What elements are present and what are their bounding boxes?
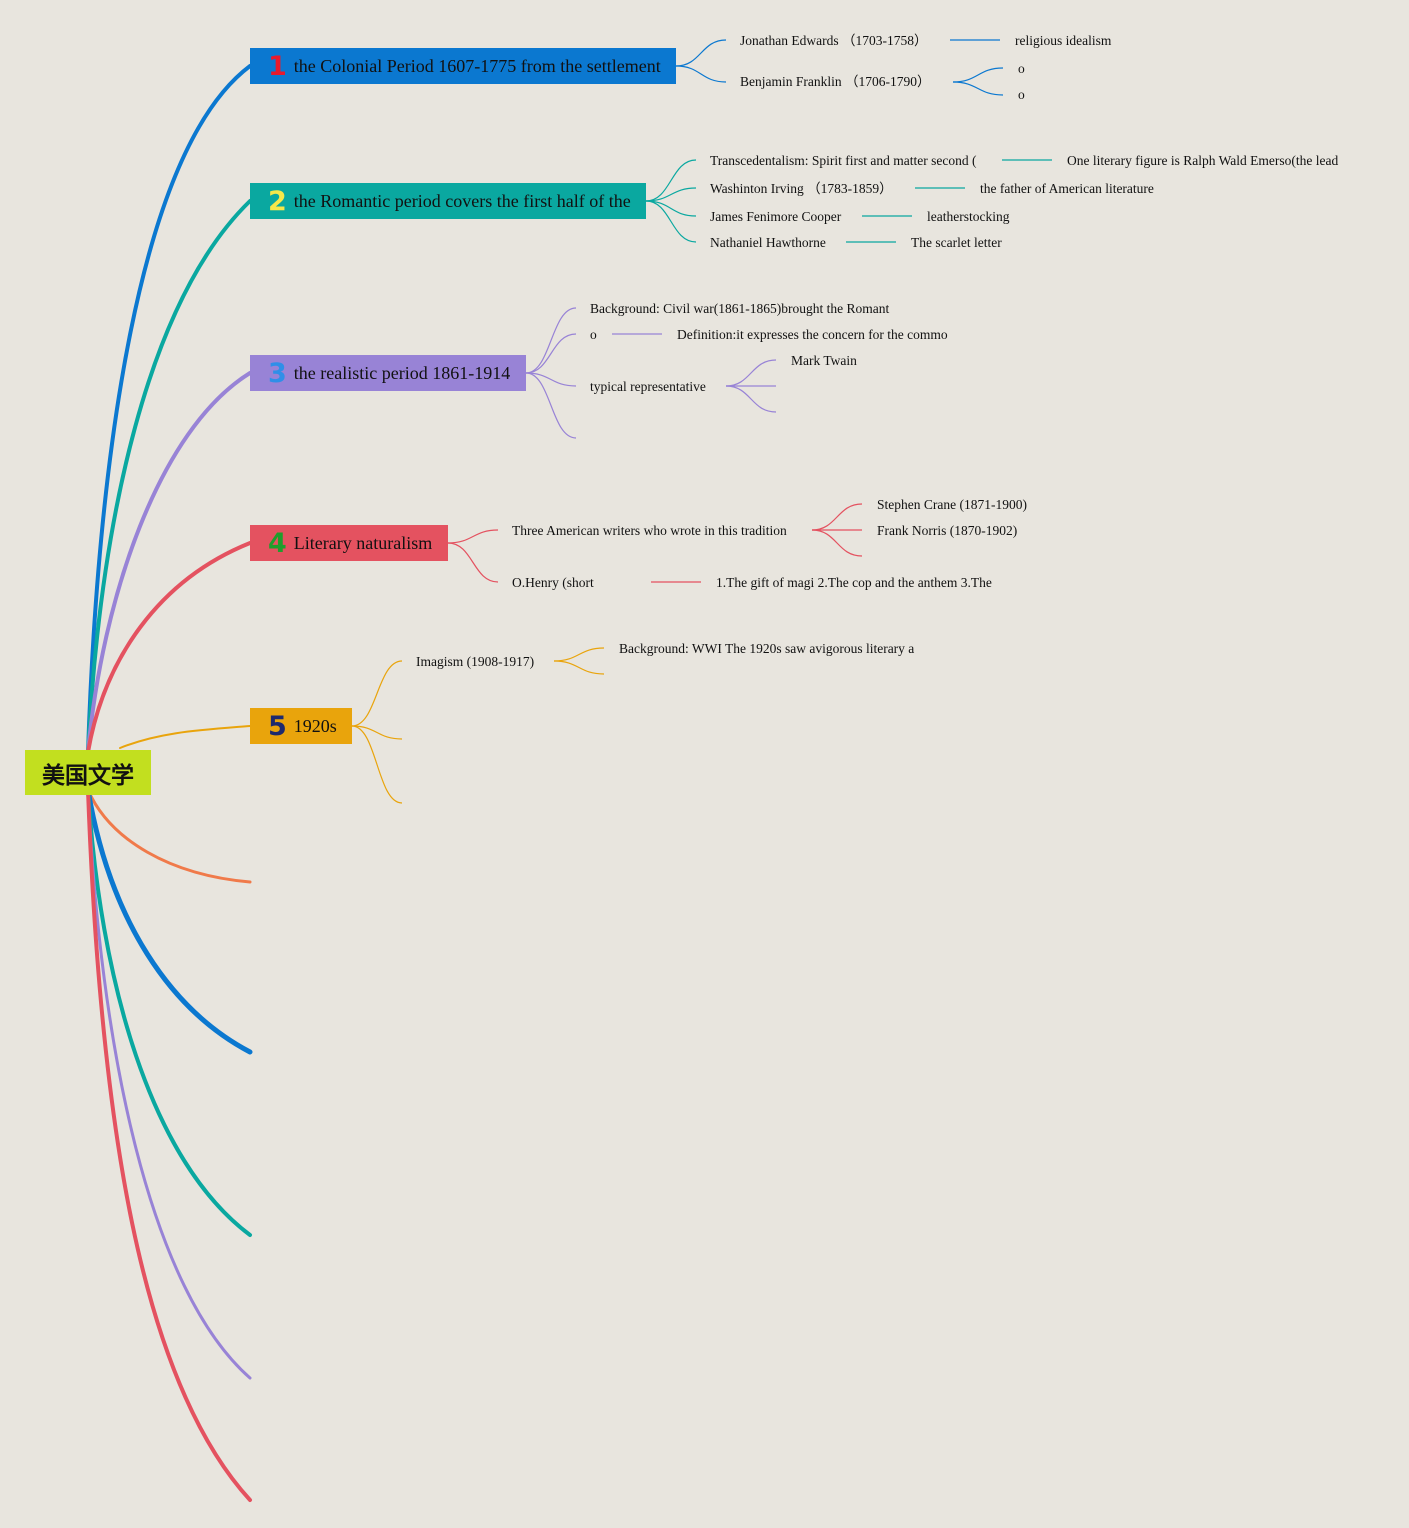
branch-literary-naturalism[interactable]: 4 Literary naturalism bbox=[250, 525, 448, 561]
subtopic-benjamin-franklin[interactable]: Benjamin Franklin （1706-1790） bbox=[740, 74, 931, 89]
empty-branch-8 bbox=[86, 788, 252, 1237]
main-link-1 bbox=[86, 64, 252, 754]
branch-romantic-period[interactable]: 2 the Romantic period covers the first h… bbox=[250, 183, 646, 219]
subtopic-transcendentalism[interactable]: Transcedentalism: Spirit first and matte… bbox=[710, 153, 977, 168]
branch-label: Literary naturalism bbox=[293, 532, 433, 553]
b3-rep-fork-0 bbox=[725, 359, 777, 387]
subtopic-background-civil-war[interactable]: Background: Civil war(1861-1865)brought … bbox=[590, 301, 890, 316]
subtopic-o-henry[interactable]: O.Henry (short bbox=[512, 575, 594, 590]
b1-fork-0 bbox=[675, 39, 727, 67]
branch-realistic-period[interactable]: 3 the realistic period 1861-1914 bbox=[250, 355, 526, 391]
detail-franklin-2[interactable]: o bbox=[1018, 87, 1025, 102]
b2-fork-1 bbox=[645, 187, 697, 202]
subtopic-imagism[interactable]: Imagism (1908-1917) bbox=[416, 654, 535, 669]
detail-background-wwi[interactable]: Background: WWI The 1920s saw avigorous … bbox=[619, 641, 915, 656]
root-topic-label: 美国文学 bbox=[42, 762, 134, 789]
b3-fork-0 bbox=[525, 307, 577, 374]
b4-fork-1 bbox=[447, 542, 499, 583]
branch-1920s[interactable]: 5 1920s bbox=[250, 708, 352, 744]
b2-fork-3 bbox=[645, 200, 697, 243]
empty-branch-6 bbox=[86, 788, 252, 884]
subtopic-typical-representative[interactable]: typical representative bbox=[590, 379, 706, 394]
branch-number: 5 bbox=[268, 710, 287, 742]
branch-colonial-period[interactable]: 1 the Colonial Period 1607-1775 from the… bbox=[250, 48, 676, 84]
branch-number: 1 bbox=[268, 50, 287, 82]
b3-fork-2 bbox=[525, 372, 577, 387]
subtopic-james-fenimore-cooper[interactable]: James Fenimore Cooper bbox=[710, 209, 842, 224]
b3-fork-3 bbox=[525, 372, 577, 439]
detail-leatherstocking[interactable]: leatherstocking bbox=[927, 209, 1010, 224]
b2-fork-0 bbox=[645, 159, 697, 202]
detail-stephen-crane[interactable]: Stephen Crane (1871-1900) bbox=[877, 497, 1027, 512]
branch-label: the Romantic period covers the first hal… bbox=[293, 190, 631, 211]
branch-label: the Colonial Period 1607-1775 from the s… bbox=[293, 55, 661, 76]
detail-father-american-literature[interactable]: the father of American literature bbox=[980, 181, 1154, 196]
branch-number: 3 bbox=[268, 357, 287, 389]
detail-frank-norris[interactable]: Frank Norris (1870-1902) bbox=[877, 523, 1018, 538]
b5-fork-1 bbox=[351, 725, 403, 740]
main-link-2 bbox=[86, 199, 252, 754]
b5-imagism-fork-1 bbox=[553, 660, 605, 675]
subtopic-nathaniel-hawthorne[interactable]: Nathaniel Hawthorne bbox=[710, 235, 826, 250]
branch-number: 2 bbox=[268, 185, 287, 217]
b5-imagism-fork-0 bbox=[553, 647, 605, 662]
empty-branch-9 bbox=[86, 788, 252, 1380]
b1-franklin-fork-1 bbox=[952, 81, 1004, 96]
root-topic[interactable]: 美国文学 bbox=[25, 750, 151, 795]
main-link-5 bbox=[119, 725, 251, 749]
empty-branch-7 bbox=[85, 787, 253, 1055]
empty-branch-10 bbox=[86, 788, 252, 1502]
main-link-4 bbox=[86, 541, 252, 754]
b1-fork-1 bbox=[675, 65, 727, 83]
subtopic-three-american-writers[interactable]: Three American writers who wrote in this… bbox=[512, 523, 787, 538]
subtopic-o[interactable]: o bbox=[590, 327, 597, 342]
b4-writers-fork-2 bbox=[811, 529, 863, 557]
b1-franklin-fork-0 bbox=[952, 67, 1004, 83]
detail-mark-twain[interactable]: Mark Twain bbox=[791, 353, 857, 368]
main-link-3 bbox=[86, 371, 252, 754]
branch-number: 4 bbox=[268, 527, 287, 559]
b5-fork-0 bbox=[351, 660, 403, 727]
b4-writers-fork-0 bbox=[811, 503, 863, 531]
branch-label: the realistic period 1861-1914 bbox=[293, 362, 511, 383]
detail-realism-definition[interactable]: Definition:it expresses the concern for … bbox=[677, 327, 948, 342]
detail-franklin-1[interactable]: o bbox=[1018, 61, 1025, 76]
b5-fork-2 bbox=[351, 725, 403, 804]
b4-fork-0 bbox=[447, 529, 499, 544]
detail-o-henry-works[interactable]: 1.The gift of magi 2.The cop and the ant… bbox=[716, 575, 992, 590]
subtopic-washington-irving[interactable]: Washinton Irving （1783-1859） bbox=[710, 181, 893, 196]
b3-fork-1 bbox=[525, 333, 577, 374]
b2-fork-2 bbox=[645, 200, 697, 217]
detail-religious-idealism[interactable]: religious idealism bbox=[1015, 33, 1112, 48]
detail-scarlet-letter[interactable]: The scarlet letter bbox=[911, 235, 1002, 250]
subtopic-jonathan-edwards[interactable]: Jonathan Edwards （1703-1758） bbox=[740, 33, 928, 48]
detail-emerson[interactable]: One literary figure is Ralph Wald Emerso… bbox=[1067, 153, 1339, 168]
b3-rep-fork-2 bbox=[725, 385, 777, 413]
branch-label: 1920s bbox=[293, 715, 337, 736]
